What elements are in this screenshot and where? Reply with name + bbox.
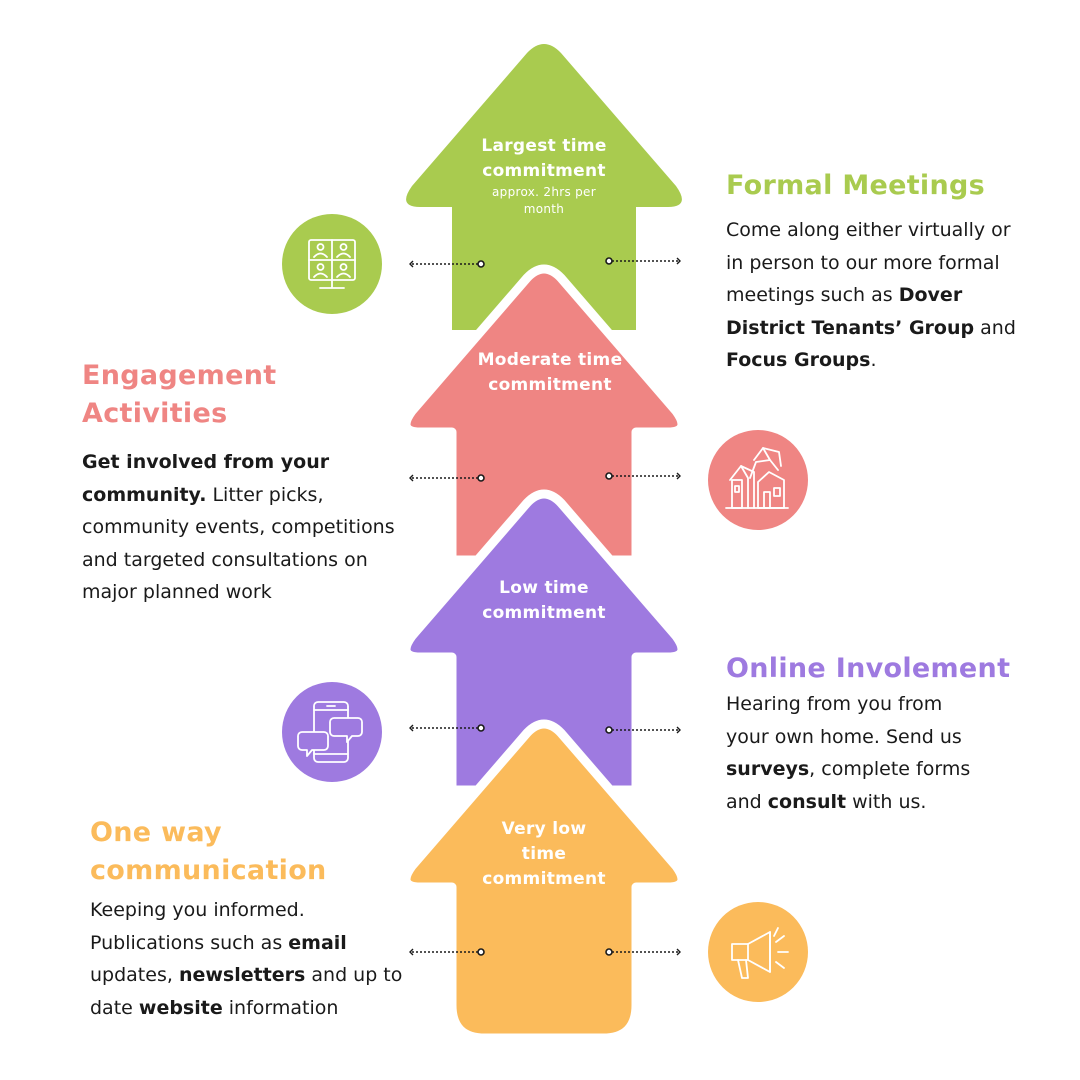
- arrow-low-commitment: [401, 489, 687, 795]
- connector-formal-right: [605, 257, 681, 265]
- connector-oneway-left: [409, 948, 485, 956]
- online-text: Hearing from you from your own home. Sen…: [726, 693, 971, 813]
- connector-oneway-right: [605, 948, 681, 956]
- connector-engagement-right: [605, 472, 681, 480]
- houses-icon: [708, 430, 808, 530]
- video-conference-icon: [282, 214, 382, 314]
- arrow-largest-sub-2: month: [523, 202, 565, 216]
- arrow-largest-commitment: [406, 44, 682, 330]
- arrow-very-low-label: Very low time commitment: [482, 819, 606, 889]
- connector-online-right: [605, 726, 681, 734]
- formal-meetings-title: Formal Meetings: [726, 170, 985, 201]
- arrow-largest-sub: approx. 2hrs per: [492, 185, 596, 199]
- engagement-text: Get involved from your community. Litter…: [82, 451, 395, 603]
- connector-online-left: [409, 724, 485, 732]
- one-way-title: One way communication: [90, 817, 327, 886]
- phone-chat-icon: [282, 682, 382, 782]
- online-title: Online Involement: [726, 653, 1011, 684]
- connector-formal-left: [409, 260, 485, 268]
- arrow-very-low-commitment: [401, 719, 687, 1043]
- formal-meetings-text: Come along either virtually or in person…: [726, 219, 1016, 371]
- engagement-title: Engagement Activities: [82, 360, 277, 429]
- arrow-largest-label: Largest time commitment approx. 2hrs per…: [459, 134, 629, 218]
- one-way-text: Keeping you informed. Publications such …: [90, 899, 403, 1019]
- arrow-low-label: Low time commitment: [482, 578, 606, 623]
- megaphone-icon: [708, 902, 808, 1002]
- arrow-moderate-commitment: [401, 264, 687, 565]
- arrow-moderate-label: Moderate time commitment: [477, 350, 623, 395]
- connector-engagement-left: [409, 474, 485, 482]
